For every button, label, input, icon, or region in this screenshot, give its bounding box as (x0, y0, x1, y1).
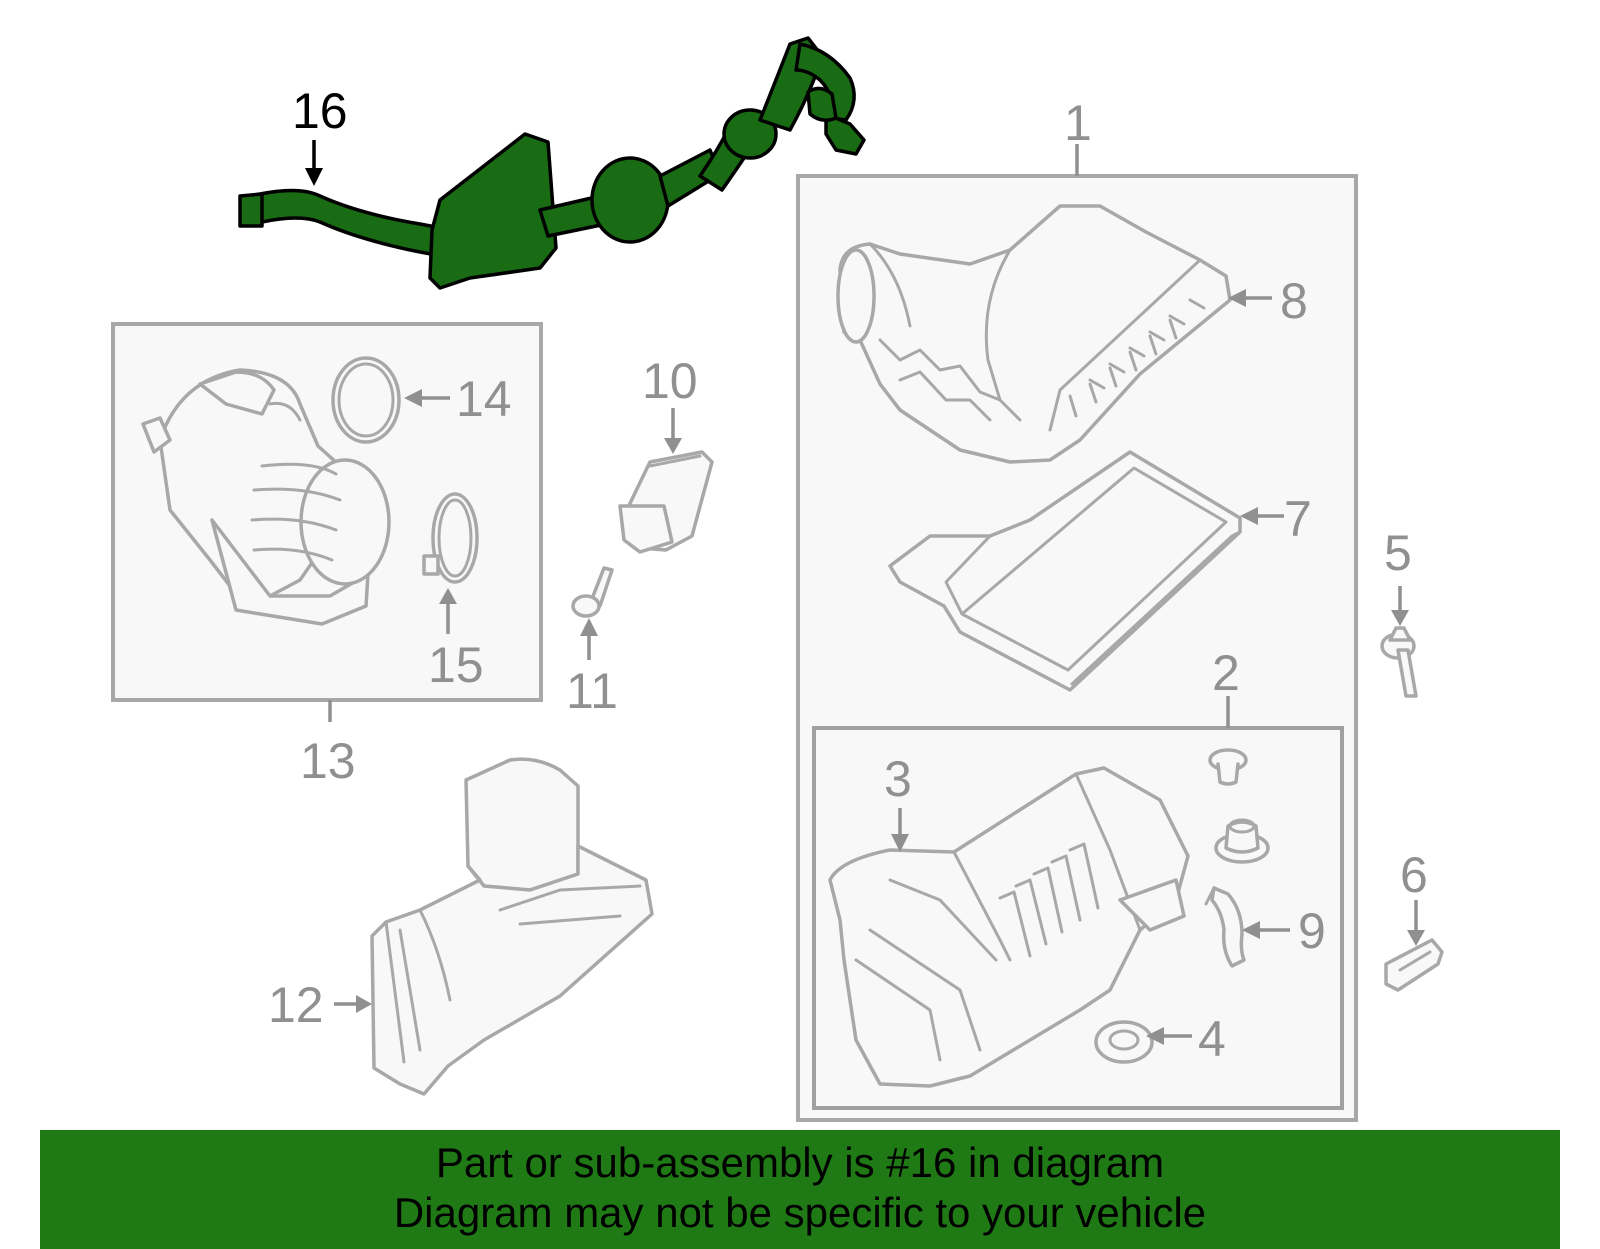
banner-line-1: Part or sub-assembly is #16 in diagram (435, 1139, 1165, 1186)
callout-9: 9 (1298, 903, 1326, 959)
part-3-lower-housing[interactable] (828, 766, 1190, 1088)
callout-11: 11 (566, 663, 618, 719)
callout-10: 10 (642, 353, 698, 409)
callout-5: 5 (1384, 525, 1412, 581)
callout-6: 6 (1400, 847, 1428, 903)
part-11-screw[interactable] (571, 566, 614, 618)
callout-13: 13 (300, 733, 356, 789)
callout-2: 2 (1212, 645, 1240, 701)
callout-3: 3 (884, 751, 912, 807)
callout-8: 8 (1280, 273, 1308, 329)
callout-14: 14 (456, 371, 512, 427)
part-10-sensor[interactable] (618, 450, 714, 554)
banner-line-2: Diagram may not be specific to your vehi… (393, 1189, 1207, 1236)
callout-4: 4 (1198, 1011, 1226, 1067)
part-13-intake-elbow[interactable] (141, 368, 391, 626)
callout-1: 1 (1064, 95, 1092, 151)
part-8-upper-housing[interactable] (836, 204, 1232, 464)
part-16-breather-tube[interactable] (238, 36, 866, 290)
part-9-bracket[interactable] (1204, 886, 1246, 968)
part-5-bolt[interactable] (1380, 626, 1418, 698)
callout-7: 7 (1284, 491, 1312, 547)
info-banner: Part or sub-assembly is #16 in diagram D… (40, 1130, 1560, 1249)
part-14-clamp-ring[interactable] (331, 356, 401, 444)
part-7-filter-element[interactable] (888, 450, 1242, 692)
callout-16: 16 (292, 83, 348, 139)
callout-12: 12 (268, 977, 324, 1033)
callout-15: 15 (428, 637, 484, 693)
part-12-intake-duct[interactable] (370, 757, 654, 1096)
part-4-grommet[interactable] (1094, 1020, 1154, 1064)
part-2-bushing[interactable] (1214, 818, 1270, 864)
part-6-clip[interactable] (1384, 938, 1444, 992)
part-15-hose-clamp[interactable] (422, 492, 479, 584)
part-2-grommet[interactable] (1208, 748, 1248, 786)
